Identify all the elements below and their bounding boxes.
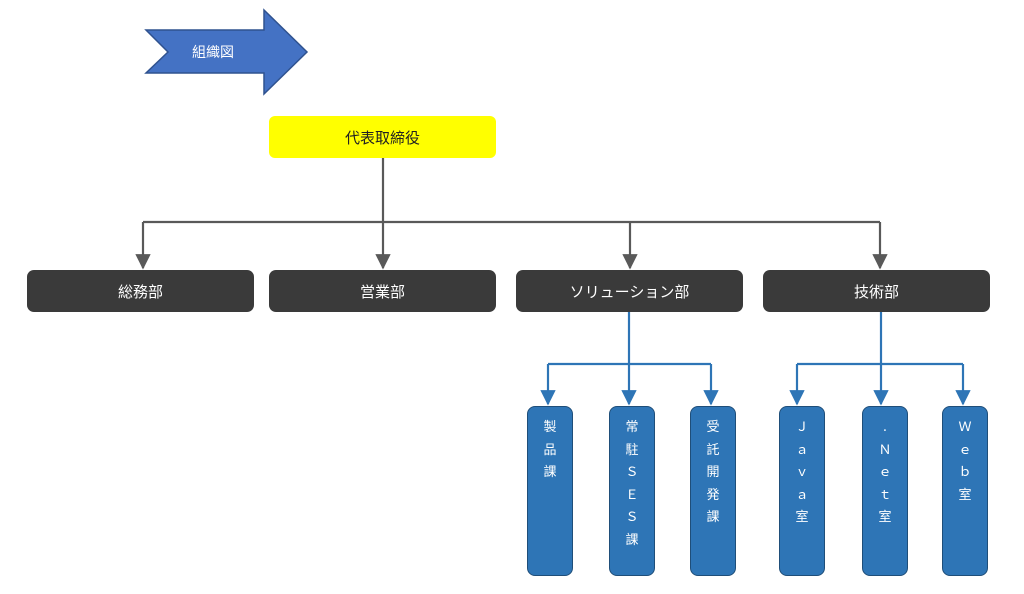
- vertical-char: 駐: [625, 442, 639, 458]
- vertical-char: 常: [625, 420, 639, 435]
- section-box-seihin: 製品課: [527, 406, 573, 576]
- dept-box-gijutsu: 技術部: [763, 270, 990, 312]
- section-box-jutaku-kaihatsu: 受託開発課: [690, 406, 736, 576]
- vertical-char: Ｓ: [625, 465, 639, 480]
- banner-arrow-shape: [144, 8, 309, 96]
- vertical-char: Ｊ: [795, 420, 809, 435]
- vertical-char: Ｓ: [625, 510, 639, 525]
- vertical-char: .: [882, 420, 888, 435]
- tech-connectors: [789, 312, 971, 406]
- vertical-char: 製: [543, 420, 557, 435]
- vertical-char: ｖ: [795, 465, 809, 480]
- vertical-char: Ｎ: [878, 442, 892, 458]
- vertical-char: 課: [543, 465, 557, 480]
- ceo-box: 代表取締役: [269, 116, 496, 158]
- vertical-char: 発: [706, 487, 720, 503]
- vertical-char: 開: [706, 465, 720, 480]
- vertical-char: 室: [958, 487, 972, 503]
- vertical-char: 課: [706, 510, 720, 525]
- vertical-char: 課: [625, 532, 639, 548]
- vertical-char: ｅ: [878, 465, 892, 480]
- vertical-char: ａ: [795, 487, 809, 503]
- section-label-seihin: 製品課: [543, 417, 556, 485]
- vertical-char: Ｅ: [625, 487, 639, 503]
- ceo-label: 代表取締役: [344, 128, 420, 147]
- dept-label-soumu: 総務部: [117, 282, 163, 301]
- vertical-char: 室: [795, 510, 809, 525]
- dept-box-soumu: 総務部: [27, 270, 254, 312]
- vertical-char: 受: [706, 420, 720, 435]
- ceo-connectors: [135, 158, 888, 270]
- vertical-char: ａ: [795, 442, 809, 458]
- vertical-char: ｂ: [958, 465, 972, 480]
- vertical-char: ｅ: [958, 442, 972, 458]
- vertical-char: 託: [706, 442, 720, 458]
- dept-label-gijutsu: 技術部: [853, 282, 899, 301]
- vertical-char: 品: [543, 442, 557, 458]
- vertical-char: ｔ: [878, 487, 892, 503]
- vertical-char: Ｗ: [958, 420, 972, 435]
- dept-box-eigyo: 営業部: [269, 270, 496, 312]
- solution-connectors: [540, 312, 719, 406]
- dept-box-solution: ソリューション部: [516, 270, 743, 312]
- dept-label-solution: ソリューション部: [569, 282, 690, 301]
- section-label-jutaku-kaihatsu: 受託開発課: [706, 417, 719, 530]
- vertical-char: 室: [878, 510, 892, 525]
- dept-label-eigyo: 営業部: [359, 282, 405, 301]
- banner-title: 組織図: [192, 45, 234, 61]
